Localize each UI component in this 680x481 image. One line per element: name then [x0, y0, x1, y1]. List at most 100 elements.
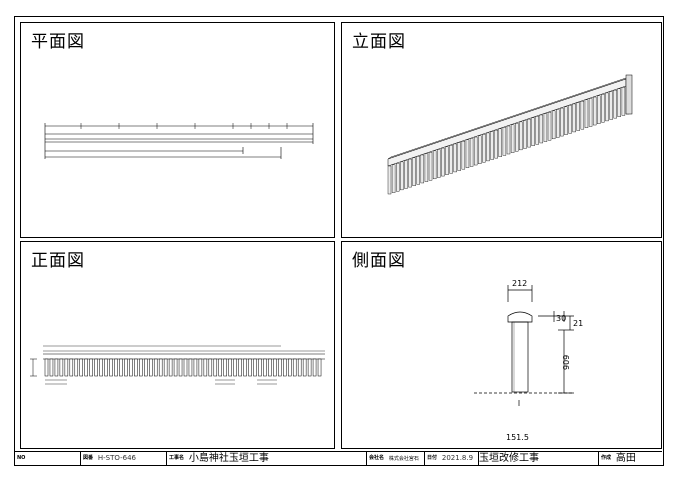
front-post [188, 358, 193, 377]
front-post [89, 358, 93, 377]
tb-work-value: 玉垣改修工事 [479, 453, 539, 464]
iso-post [519, 121, 523, 151]
iso-post [391, 164, 396, 193]
iso-post [416, 156, 420, 185]
title-block: NO 図番 H-STO-646 工事名 小島神社玉垣工事 会社名 株式会社宮石 … [15, 451, 662, 465]
front-post [218, 358, 222, 377]
tb-drawing-id-cell: NO [15, 452, 81, 465]
iso-post [424, 153, 429, 182]
iso-post [502, 127, 507, 156]
iso-post [412, 157, 416, 186]
front-post [312, 358, 317, 377]
iso-post [445, 146, 449, 175]
front-post [59, 358, 64, 377]
front-post [238, 358, 242, 377]
front-post [144, 358, 148, 377]
iso-post [498, 128, 502, 157]
tb-project-cell: 工事名 小島神社玉垣工事 [167, 452, 367, 465]
front-view-drawing [30, 345, 325, 385]
side-top-width-dim: 212 [512, 279, 527, 288]
iso-post [387, 165, 392, 195]
front-post [203, 358, 208, 377]
front-post [243, 358, 247, 377]
front-post [223, 358, 227, 377]
elevation-view-panel: 立面図 [341, 22, 662, 238]
tb-drawing-no-value: H-STO-646 [97, 454, 136, 462]
plan-view-panel: 平面図 [20, 22, 335, 238]
iso-post [609, 91, 613, 120]
iso-post [605, 92, 609, 122]
plan-view-title: 平面図 [31, 32, 85, 52]
iso-post [494, 129, 498, 159]
drawing-sheet: 平面図 [14, 16, 664, 466]
front-post [84, 358, 88, 377]
front-post [153, 358, 158, 377]
side-cap-height-dim: 21 [573, 319, 583, 328]
iso-post [441, 147, 445, 177]
plan-view-drawing [44, 123, 314, 159]
front-post [228, 358, 232, 377]
iso-post [576, 102, 580, 131]
iso-post [617, 88, 621, 117]
front-post [163, 358, 168, 377]
tb-project-value: 小島神社玉垣工事 [188, 453, 269, 464]
iso-post [408, 158, 412, 188]
iso-post [420, 154, 425, 184]
front-post [248, 358, 252, 377]
iso-post [568, 105, 572, 134]
iso-post [490, 131, 494, 160]
front-post [233, 358, 237, 377]
iso-post [428, 152, 433, 181]
front-post [94, 358, 98, 377]
elevation-view-title: 立面図 [352, 32, 406, 52]
front-post [208, 358, 213, 377]
front-view-title: 正面図 [31, 251, 85, 271]
iso-post [453, 143, 457, 173]
front-post [198, 358, 203, 377]
front-post [99, 358, 103, 377]
front-post [129, 358, 133, 377]
iso-post [432, 150, 437, 180]
iso-post [482, 134, 486, 163]
front-post [273, 358, 277, 377]
iso-post [601, 94, 605, 123]
iso-post [510, 124, 515, 153]
iso-post [588, 98, 593, 127]
front-post [139, 358, 143, 377]
front-post [302, 358, 307, 377]
iso-end-post [625, 74, 633, 115]
front-post [292, 358, 297, 377]
front-post [54, 358, 59, 377]
iso-post [621, 87, 626, 116]
iso-post [457, 142, 461, 171]
front-post [317, 358, 322, 377]
front-post [168, 358, 173, 377]
iso-post [523, 120, 527, 149]
iso-post [592, 96, 597, 126]
front-post [307, 358, 312, 377]
front-post [278, 358, 282, 377]
iso-post [449, 145, 453, 174]
front-post [74, 358, 79, 377]
front-view-panel: 正面図 [20, 241, 335, 449]
iso-post [478, 135, 482, 164]
tb-company-cell: 会社名 株式会社宮石 [367, 452, 425, 465]
front-post [268, 358, 272, 377]
side-view-drawing: 212 30 21 909 151.5 [474, 279, 583, 442]
tb-author-value: 高田 [615, 453, 636, 464]
front-post [283, 358, 287, 377]
side-cap-width-dim: 30 [556, 314, 566, 323]
iso-post [404, 160, 408, 189]
iso-post [515, 123, 519, 152]
side-view-title: 側面図 [352, 251, 406, 271]
tb-company-value: 株式会社宮石 [388, 456, 419, 462]
front-post [134, 358, 138, 377]
tb-date-cell: 日付 2021.8.9 [425, 452, 479, 465]
iso-post [400, 161, 404, 191]
iso-post [556, 109, 560, 138]
iso-post [560, 107, 564, 137]
front-post [109, 358, 113, 377]
front-post [69, 358, 74, 377]
front-posts [44, 358, 322, 377]
front-post [124, 358, 128, 377]
